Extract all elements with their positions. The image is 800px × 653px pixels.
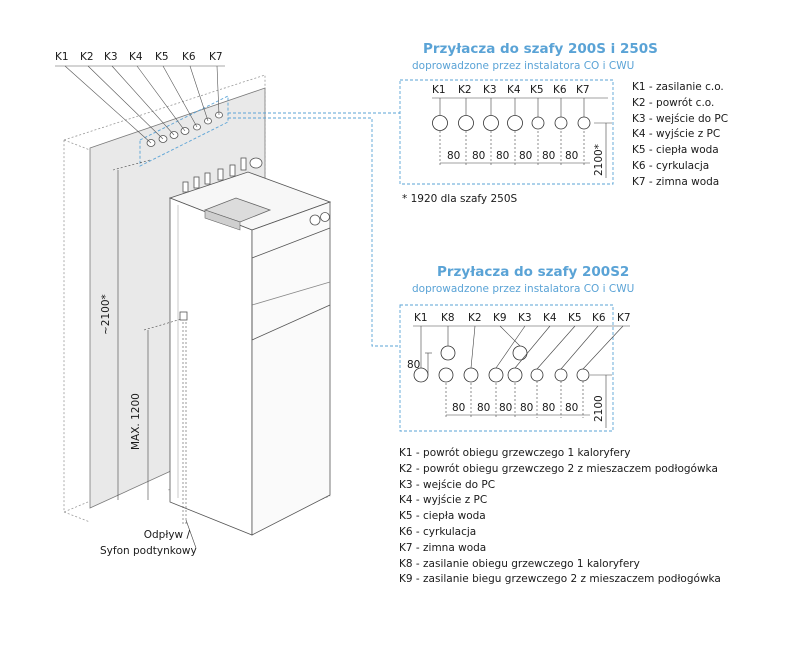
cabinet-pipe-stubs <box>182 157 263 193</box>
p2-label-k7: K7 <box>617 312 631 324</box>
wall-label-k1: K1 <box>55 51 69 63</box>
p1-spacing-1: 80 <box>447 150 461 162</box>
p1-label-k2: K2 <box>458 84 472 96</box>
p1-spacing-6: 80 <box>565 150 579 162</box>
section1-subtitle: doprowadzone przez instalatora CO i CWU <box>412 60 635 72</box>
connector-leaders <box>55 65 225 144</box>
p1-label-k6: K6 <box>553 84 567 96</box>
legend2-item: K9 - zasilanie biegu grzewczego 2 z mies… <box>399 573 721 586</box>
frame-200s2 <box>399 304 614 432</box>
wall-label-k3: K3 <box>104 51 118 63</box>
panel2-pipes <box>413 345 590 383</box>
legend2-item: K6 - cyrkulacja <box>399 525 477 538</box>
wall-label-k2: K2 <box>80 51 94 63</box>
drain-label-line1: Odpływ / <box>143 529 190 541</box>
legend1-item: K2 - powrót c.o. <box>632 96 715 109</box>
legend2-item: K1 - powrót obiegu grzewczego 1 kaloryfe… <box>399 447 631 459</box>
panel1-leaders <box>432 97 612 178</box>
drain-label: Odpływ / Syfon podtynkowy <box>100 527 197 559</box>
legend2-item: K3 - wejście do PC <box>399 478 496 491</box>
p2-spacing-1: 80 <box>452 402 466 414</box>
height-2100-label: ~2100* <box>100 294 112 335</box>
p2-label-k1: K1 <box>414 312 428 324</box>
panel2-leaders <box>413 325 630 428</box>
p1-spacing-3: 80 <box>496 150 510 162</box>
p2-label-k6: K6 <box>592 312 606 324</box>
callout-connectors <box>228 112 400 347</box>
legend2-item: K8 - zasilanie obiegu grzewczego 1 kalor… <box>399 557 640 570</box>
wall-label-k6: K6 <box>182 51 196 63</box>
section1-footnote: * 1920 dla szafy 250S <box>402 193 518 205</box>
p1-label-k7: K7 <box>576 84 590 96</box>
panel1-pipes <box>432 115 591 131</box>
wall-connection-frame <box>139 95 229 167</box>
p1-label-k4: K4 <box>507 84 521 96</box>
section2-title: Przyłacza do szafy 200S2 <box>437 264 630 280</box>
p2-label-k8: K8 <box>441 312 455 324</box>
legend1-item: K1 - zasilanie c.o. <box>632 81 724 93</box>
legend2-item: K2 - powrót obiegu grzewczego 2 z miesza… <box>399 462 718 475</box>
p2-height-label: 2100 <box>593 395 605 422</box>
legend1-item: K7 - zimna woda <box>632 175 720 188</box>
frame-200s-250s <box>399 79 614 185</box>
p2-row-gap: 80 <box>407 359 421 371</box>
legend1-item: K3 - wejście do PC <box>632 112 729 125</box>
wall-label-k5: K5 <box>155 51 169 63</box>
p1-spacing-5: 80 <box>542 150 556 162</box>
drain-leader <box>185 519 197 549</box>
cabinet-body <box>168 171 332 536</box>
wall-label-k7: K7 <box>209 51 223 63</box>
legend-200s2: K1 - powrót obiegu grzewczego 1 kaloryfe… <box>399 446 721 588</box>
section1-title: Przyłacza do szafy 200S i 250S <box>423 41 658 57</box>
p2-spacing-6: 80 <box>565 402 579 414</box>
max-1200-label: MAX. 1200 <box>130 393 142 450</box>
wall-label-k4: K4 <box>129 51 143 63</box>
p2-spacing-4: 80 <box>520 402 534 414</box>
p2-spacing-2: 80 <box>477 402 491 414</box>
p1-height-label: 2100* <box>593 144 605 176</box>
section2-subtitle: doprowadzone przez instalatora CO i CWU <box>412 283 635 295</box>
p1-spacing-4: 80 <box>519 150 533 162</box>
p1-label-k3: K3 <box>483 84 497 96</box>
p2-label-k2: K2 <box>468 312 482 324</box>
p1-label-k5: K5 <box>530 84 544 96</box>
side-fitting <box>320 212 330 222</box>
legend2-item: K7 - zimna woda <box>399 541 487 554</box>
legend1-item: K5 - ciepła woda <box>632 144 719 157</box>
drain-label-line2: Syfon podtynkowy <box>100 545 197 557</box>
dimension-lines <box>112 159 186 500</box>
p2-label-k3: K3 <box>518 312 532 324</box>
p2-spacing-3: 80 <box>499 402 513 414</box>
legend1-item: K6 - cyrkulacja <box>632 159 710 172</box>
p2-label-k5: K5 <box>568 312 582 324</box>
drain-fitting <box>179 311 188 525</box>
p2-spacing-5: 80 <box>542 402 556 414</box>
side-fitting <box>309 214 321 226</box>
legend1-item: K4 - wyjście z PC <box>632 128 721 141</box>
legend-200s-250s: K1 - zasilanie c.o. K2 - powrót c.o. K3 … <box>632 80 728 191</box>
p1-label-k1: K1 <box>432 84 446 96</box>
legend2-item: K5 - ciepła woda <box>399 510 486 523</box>
p2-label-k4: K4 <box>543 312 557 324</box>
legend2-item: K4 - wyjście z PC <box>399 494 488 507</box>
p1-spacing-2: 80 <box>472 150 486 162</box>
p2-label-k9: K9 <box>493 312 507 324</box>
